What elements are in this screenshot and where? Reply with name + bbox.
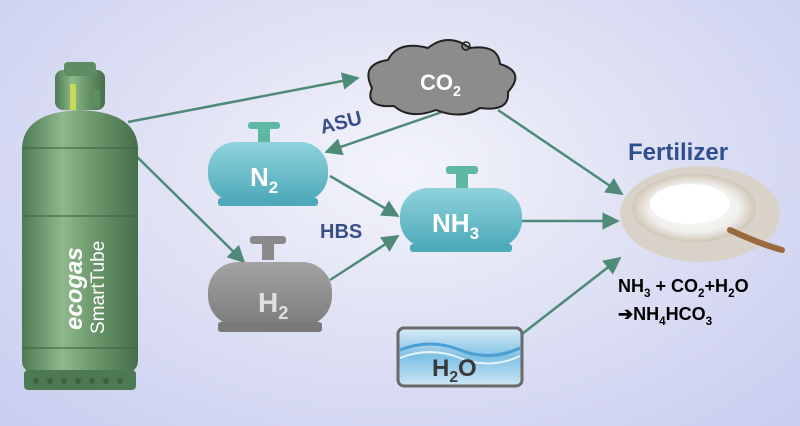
hbs-label: HBS [320, 221, 362, 243]
co2-label: CO2 [420, 70, 461, 100]
arrow-co2-to-fertilizer [497, 108, 624, 196]
h2-label: H2 [258, 287, 288, 323]
n2-tank: N2 [208, 122, 328, 206]
arrow-co2-to-n2 [324, 110, 443, 156]
arrow-h2-to-nh3 [329, 234, 400, 282]
fertilizer-title: Fertilizer [628, 139, 728, 166]
h2o-box: H2O [396, 326, 524, 388]
co2-cloud: CO2 [367, 39, 517, 116]
h2o-label: H2O [432, 355, 477, 386]
arrow-h2o-to-fertilizer [521, 256, 622, 335]
cylinder-brand: ecogas [61, 247, 88, 330]
nh3-tank: NH3 [400, 166, 522, 252]
arrow-cylinder-to-co2 [127, 72, 360, 124]
arrow-cylinder-to-h2 [127, 147, 246, 264]
ecogas-cylinder: ecogas SmartTube [22, 62, 138, 390]
h2-tank: H2 [208, 236, 332, 332]
flow-arrows [127, 72, 624, 335]
asu-label: ASU [318, 107, 364, 139]
cylinder-product: SmartTube [88, 241, 109, 334]
arrow-n2-to-nh3 [329, 174, 400, 218]
equation-line-2: ➔NH4HCO3 [618, 304, 713, 328]
equation-line-1: NH3 + CO2+H2O [618, 276, 749, 300]
fertilizer-bowl-image [620, 166, 785, 262]
n2-label: N2 [250, 162, 278, 197]
nh3-label: NH3 [432, 208, 479, 243]
